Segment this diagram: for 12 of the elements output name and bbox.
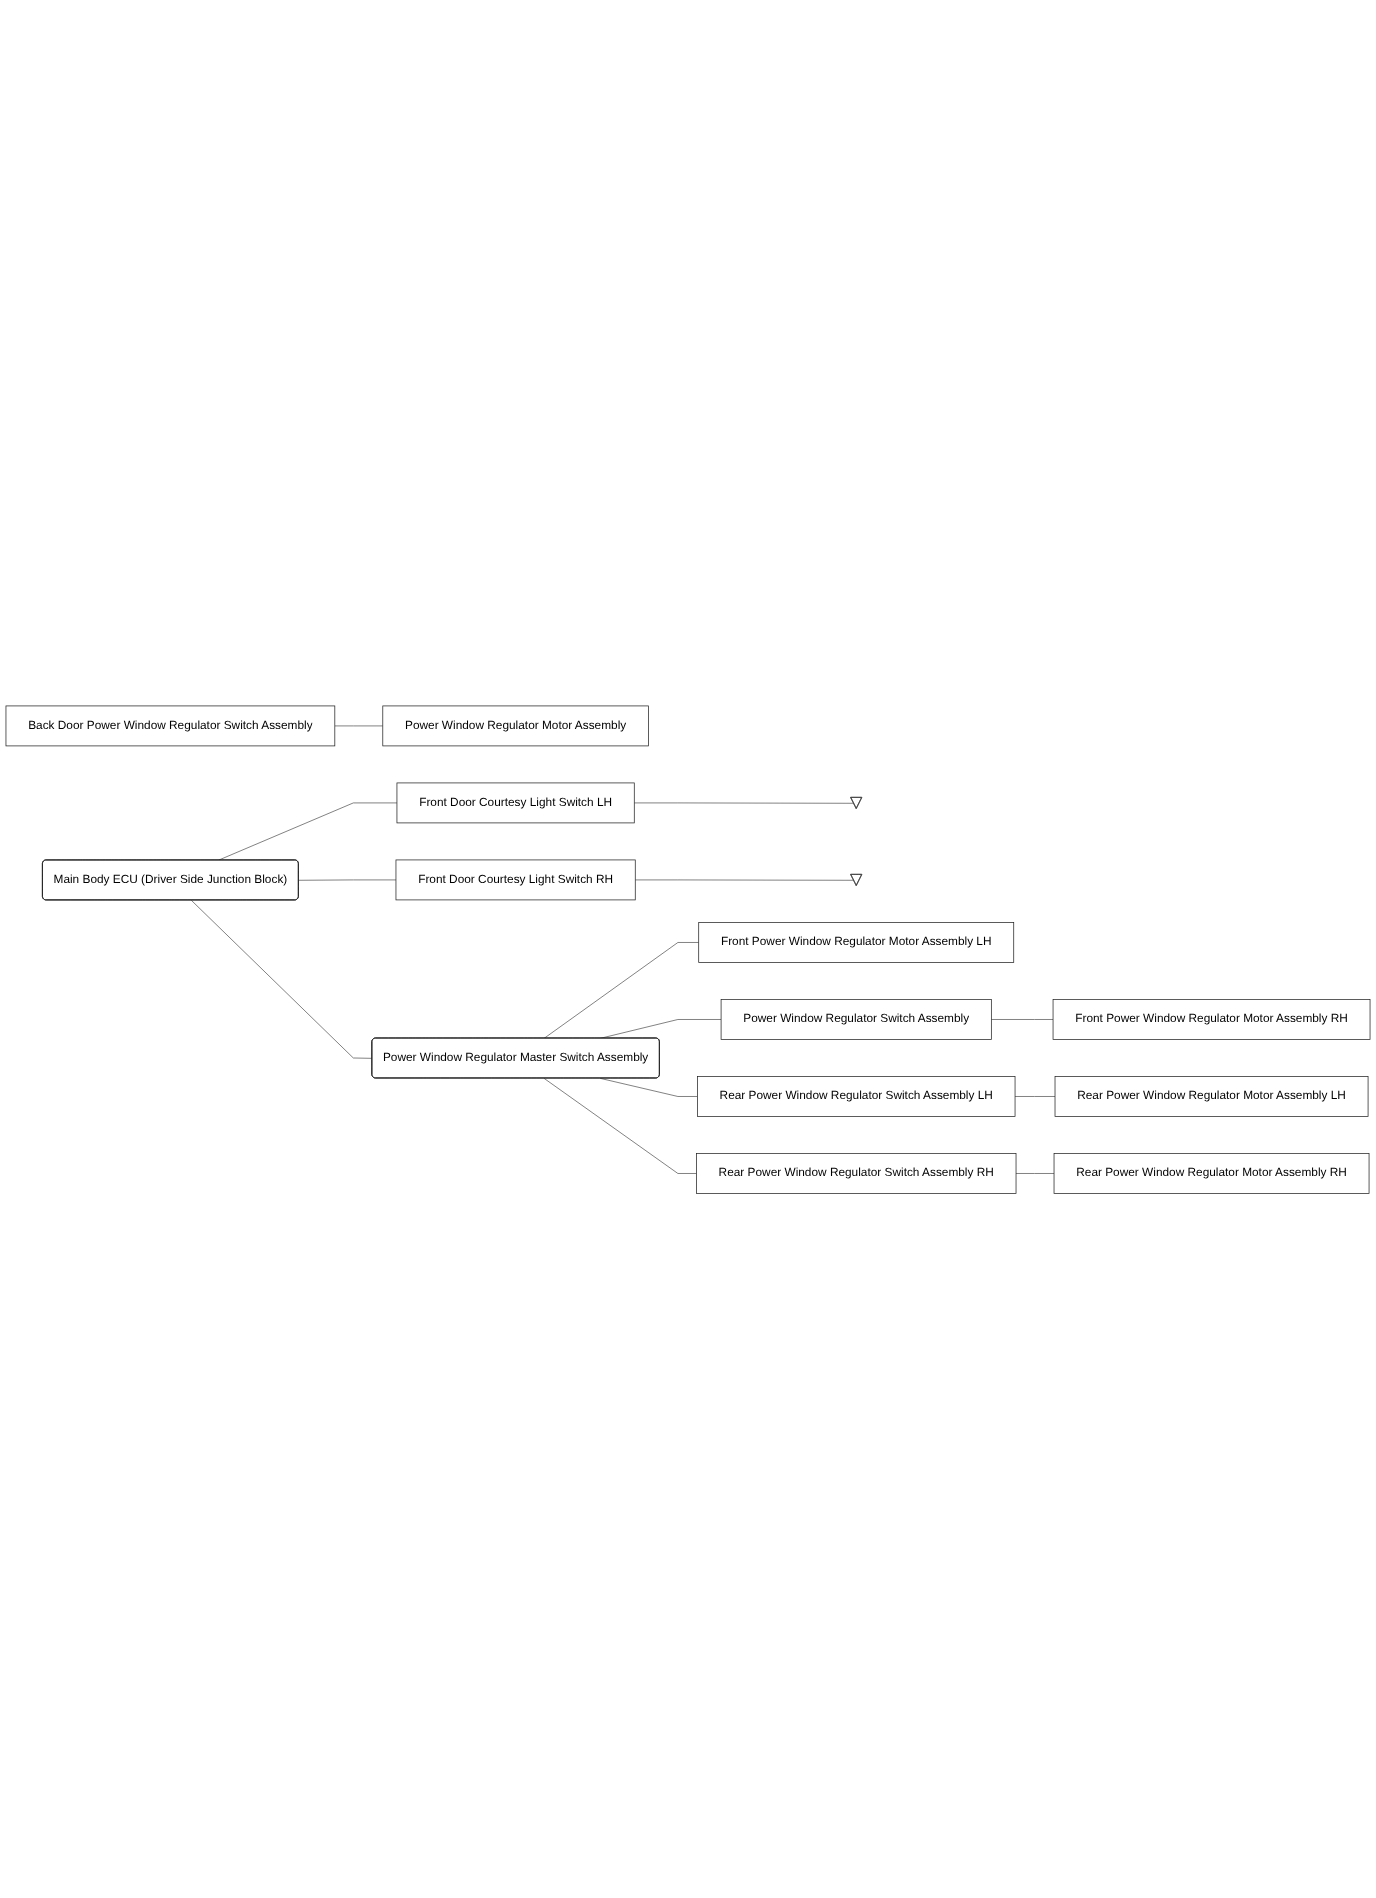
connector [190, 899, 373, 1058]
connector [633, 801, 855, 803]
connector [298, 878, 397, 880]
connector [1015, 1172, 1055, 1174]
connector [991, 1018, 1054, 1020]
connector [217, 801, 398, 860]
connector [543, 941, 700, 1038]
connector [599, 1077, 698, 1097]
connector [334, 724, 384, 726]
connector [1014, 1095, 1056, 1097]
connector [634, 878, 855, 880]
connector [543, 1077, 697, 1174]
